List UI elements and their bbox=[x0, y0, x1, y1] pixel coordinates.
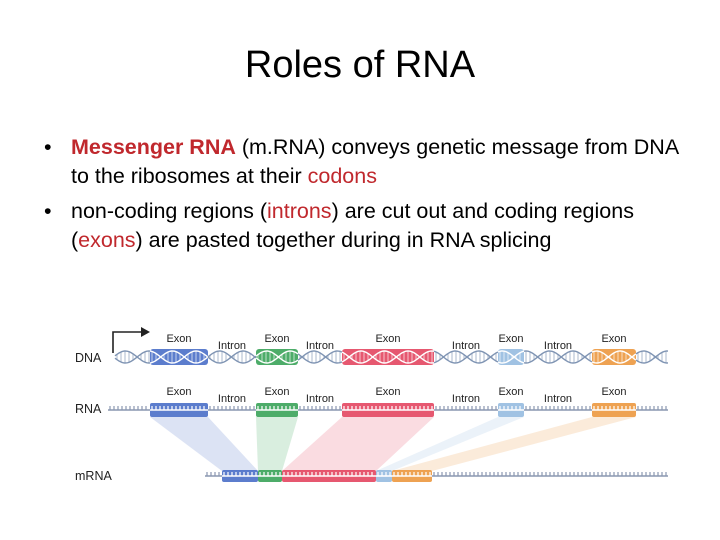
dna-intron-helix bbox=[207, 350, 257, 364]
rna-intron-strand bbox=[434, 406, 498, 411]
bullet-item-1: • Messenger RNA (m.RNA) conveys genetic … bbox=[44, 133, 684, 191]
bullet-list: • Messenger RNA (m.RNA) conveys genetic … bbox=[44, 133, 684, 261]
helix-strand bbox=[433, 350, 499, 364]
rna-exon-strand bbox=[150, 406, 208, 411]
bullet-marker: • bbox=[44, 135, 52, 159]
bullet-text: (m.RNA) conveys genetic message from DNA… bbox=[71, 135, 678, 188]
mrna-exon-strand bbox=[258, 472, 282, 477]
helix-strand bbox=[523, 350, 593, 364]
mrna-strand-lead bbox=[205, 472, 222, 477]
bullet-text: ) are cut out and coding regions ( bbox=[71, 199, 634, 252]
splice-band bbox=[256, 417, 298, 471]
dna-exon-block bbox=[150, 349, 208, 365]
splice-band bbox=[150, 417, 258, 471]
helix-strand bbox=[635, 350, 669, 364]
mrna-exon-strand bbox=[222, 472, 258, 477]
mrna-strand bbox=[205, 470, 668, 482]
splice-band bbox=[376, 417, 524, 471]
bullet-text: non-coding regions ( bbox=[71, 199, 268, 223]
helix-strand bbox=[591, 350, 637, 364]
transcription-start-arrow-icon bbox=[112, 327, 150, 353]
intron-label: Intron bbox=[306, 340, 334, 352]
exon-label: Exon bbox=[264, 333, 289, 345]
bullet-item-2: • non-coding regions (introns) are cut o… bbox=[44, 197, 684, 255]
helix-strand bbox=[297, 350, 343, 364]
mrna-exon-strand bbox=[392, 472, 432, 477]
intron-label: Intron bbox=[452, 393, 480, 405]
helix-strand bbox=[341, 350, 435, 364]
rna-intron-strand bbox=[208, 406, 256, 411]
rna-strand-tail bbox=[636, 406, 668, 411]
dna-exon-helix bbox=[591, 350, 637, 364]
rna-exon-strand bbox=[256, 406, 298, 411]
dna-strand bbox=[114, 349, 669, 365]
dna-helix-lead bbox=[114, 350, 151, 364]
row-label-mrna: mRNA bbox=[75, 469, 112, 483]
dna-exon-helix bbox=[149, 350, 209, 364]
exon-label: Exon bbox=[601, 333, 626, 345]
exon-label: Exon bbox=[498, 333, 523, 345]
bullet-text: ) are pasted together during in RNA spli… bbox=[135, 228, 552, 252]
slide-title: Roles of RNA bbox=[244, 44, 476, 86]
rna-strand bbox=[108, 403, 668, 417]
exon-label: Exon bbox=[498, 386, 523, 398]
term-introns: introns bbox=[267, 199, 332, 223]
exon-label: Exon bbox=[375, 386, 400, 398]
intron-label: Intron bbox=[218, 393, 246, 405]
helix-strand bbox=[114, 350, 151, 364]
helix-strand bbox=[591, 350, 637, 364]
term-messenger-rna: Messenger RNA bbox=[71, 135, 236, 159]
rna-exon-strand bbox=[592, 406, 636, 411]
helix-strand bbox=[207, 350, 257, 364]
rna-strand-lead bbox=[108, 406, 150, 411]
mrna-strand-tail bbox=[432, 472, 668, 477]
rna-intron-strand bbox=[298, 406, 342, 411]
dna-intron-helix bbox=[297, 350, 343, 364]
dna-helix-tail bbox=[635, 350, 669, 364]
intron-label: Intron bbox=[544, 340, 572, 352]
helix-strand bbox=[297, 350, 343, 364]
dna-intron-helix bbox=[433, 350, 499, 364]
helix-strand bbox=[255, 350, 299, 364]
row-label-rna: RNA bbox=[75, 402, 102, 416]
exon-label: Exon bbox=[264, 386, 289, 398]
helix-strand bbox=[497, 350, 525, 364]
helix-strand bbox=[114, 350, 151, 364]
helix-strand bbox=[433, 350, 499, 364]
splice-band bbox=[282, 417, 434, 471]
helix-strand bbox=[341, 350, 435, 364]
splice-bands bbox=[150, 417, 636, 471]
helix-strand bbox=[255, 350, 299, 364]
term-codons: codons bbox=[307, 164, 377, 188]
helix-strand bbox=[149, 350, 209, 364]
row-label-dna: DNA bbox=[75, 351, 102, 365]
intron-label: Intron bbox=[306, 393, 334, 405]
helix-strand bbox=[523, 350, 593, 364]
rna-exon-strand bbox=[342, 406, 434, 411]
intron-label: Intron bbox=[544, 393, 572, 405]
term-exons: exons bbox=[78, 228, 136, 252]
mrna-exon-strand bbox=[282, 472, 376, 477]
helix-strand bbox=[497, 350, 525, 364]
dna-exon-helix bbox=[497, 350, 525, 364]
exon-label: Exon bbox=[375, 333, 400, 345]
segment-labels: ExonIntronExonIntronExonIntronExonIntron… bbox=[166, 333, 626, 405]
mrna-exon-strand bbox=[376, 472, 392, 477]
splice-band bbox=[392, 417, 636, 471]
rna-exon-strand bbox=[498, 406, 524, 411]
dna-intron-helix bbox=[523, 350, 593, 364]
dna-exon-helix bbox=[341, 350, 435, 364]
helix-strand bbox=[149, 350, 209, 364]
intron-label: Intron bbox=[452, 340, 480, 352]
exon-label: Exon bbox=[166, 386, 191, 398]
exon-label: Exon bbox=[601, 386, 626, 398]
helix-strand bbox=[635, 350, 669, 364]
rna-intron-strand bbox=[524, 406, 592, 411]
helix-strand bbox=[207, 350, 257, 364]
bullet-marker: • bbox=[44, 199, 52, 223]
intron-label: Intron bbox=[218, 340, 246, 352]
exon-label: Exon bbox=[166, 333, 191, 345]
dna-exon-helix bbox=[255, 350, 299, 364]
